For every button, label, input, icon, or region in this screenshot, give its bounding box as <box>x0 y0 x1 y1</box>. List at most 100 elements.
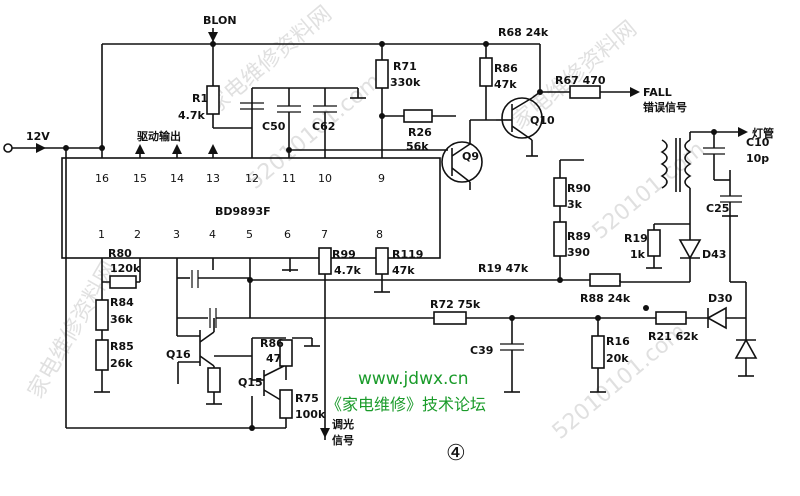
ic-name: BD9893F <box>215 205 271 218</box>
r19a-value: 1k <box>630 248 646 261</box>
diode-lower <box>734 338 758 377</box>
resistor-r85 <box>95 339 109 371</box>
r67-value: 470 <box>583 74 606 87</box>
r86a-value: 47k <box>494 78 517 91</box>
dim-label-2: 信号 <box>332 433 354 447</box>
r21-label: R21 62k <box>648 330 699 343</box>
pin-2: 2 <box>134 228 141 241</box>
q9-label: Q9 <box>462 150 479 163</box>
r75-value: 100k <box>295 408 326 421</box>
faint-watermark: 520101.com <box>588 137 710 245</box>
r119-value: 47k <box>392 264 415 277</box>
resistor-r80 <box>109 275 137 289</box>
ic-top-pins: 16 15 14 13 12 11 10 9 <box>95 140 385 185</box>
resistor-q16-base <box>207 367 221 393</box>
r71-value: 330k <box>390 76 421 89</box>
c39-label: C39 <box>470 344 493 357</box>
r16-value: 20k <box>606 352 629 365</box>
resistor-r72 <box>433 311 467 325</box>
q16-label: Q16 <box>166 348 191 361</box>
d30-label: D30 <box>708 292 733 305</box>
r67-label: R67 470 <box>555 74 606 87</box>
r19a-name: R19 <box>624 232 648 245</box>
r68-value: 24k <box>526 26 549 39</box>
lamp-label: 灯管 <box>752 126 774 140</box>
r21-value: 62k <box>676 330 699 343</box>
r89-name: R89 <box>567 230 591 243</box>
r80-value: 120k <box>110 262 141 275</box>
r90-name: R90 <box>567 182 591 195</box>
r90-value: 3k <box>567 198 583 211</box>
r19b-value: 47k <box>506 262 529 275</box>
r80-name: R80 <box>108 247 132 260</box>
drive-output-label: 驱动输出 <box>137 129 181 143</box>
r85-value: 26k <box>110 357 133 370</box>
supply-label: 12V <box>26 130 50 143</box>
fall-sub-label: 错误信号 <box>643 100 687 114</box>
r88-label: R88 24k <box>580 292 631 305</box>
r99-name: R99 <box>332 248 356 261</box>
c25-label: C25 <box>706 202 729 215</box>
resistor-r89 <box>553 221 567 257</box>
resistor-r84 <box>95 299 109 331</box>
pin-7: 7 <box>321 228 328 241</box>
dim-label-1: 调光 <box>332 417 354 431</box>
pin-1: 1 <box>98 228 105 241</box>
fall-label: FALL <box>643 86 672 99</box>
r21-name: R21 <box>648 330 672 343</box>
diode-d30 <box>706 306 746 330</box>
r1-value: 4.7k <box>178 109 205 122</box>
c10-value: 10p <box>746 152 769 165</box>
c62-label: C62 <box>312 120 335 133</box>
supply-terminal <box>3 143 13 153</box>
r26-name: R26 <box>408 126 432 139</box>
c10-name: C10 <box>746 136 770 149</box>
q10-label: Q10 <box>530 114 555 127</box>
r72-label: R72 75k <box>430 298 481 311</box>
r84-value: 36k <box>110 313 133 326</box>
r84-name: R84 <box>110 296 134 309</box>
r26-value: 56k <box>406 140 429 153</box>
r119-name: R119 <box>392 248 423 261</box>
pin-16: 16 <box>95 172 109 185</box>
r19b-name: R19 <box>478 262 502 275</box>
r88-name: R88 <box>580 292 604 305</box>
pin-14: 14 <box>170 172 184 185</box>
r85-name: R85 <box>110 340 134 353</box>
pin-13: 13 <box>206 172 220 185</box>
pin-3: 3 <box>173 228 180 241</box>
resistor-r99 <box>318 247 332 275</box>
resistor-r19-1k <box>647 229 661 257</box>
pin-4: 4 <box>209 228 216 241</box>
pin-6: 6 <box>284 228 291 241</box>
resistor-r75 <box>279 389 293 419</box>
pin-8: 8 <box>376 228 383 241</box>
watermark-url: www.jdwx.cn <box>358 369 469 389</box>
r16-name: R16 <box>606 335 630 348</box>
r71-name: R71 <box>393 60 417 73</box>
c50-label: C50 <box>262 120 286 133</box>
r89-value: 390 <box>567 246 590 259</box>
pin-9: 9 <box>378 172 385 185</box>
q15-label: Q15 <box>238 376 263 389</box>
pin-15: 15 <box>133 172 147 185</box>
r99-value: 4.7k <box>334 264 361 277</box>
r68-label: R68 24k <box>498 26 549 39</box>
pin-5: 5 <box>246 228 253 241</box>
resistor-r21 <box>655 311 687 325</box>
resistor-r71 <box>375 59 389 89</box>
blon-label: BLON <box>203 14 237 27</box>
pin-12: 12 <box>245 172 259 185</box>
r19b-label: R19 47k <box>478 262 529 275</box>
figure-number: ④ <box>446 441 466 466</box>
resistor-r26 <box>403 109 433 123</box>
transistor-q9 <box>441 119 496 190</box>
resistor-r88 <box>589 273 621 287</box>
r75-name: R75 <box>295 392 319 405</box>
r72-value: 75k <box>458 298 481 311</box>
r68-name: R68 <box>498 26 522 39</box>
resistor-r1 <box>206 85 220 115</box>
r1-name: R1 <box>192 92 208 105</box>
resistor-r90 <box>553 177 567 207</box>
